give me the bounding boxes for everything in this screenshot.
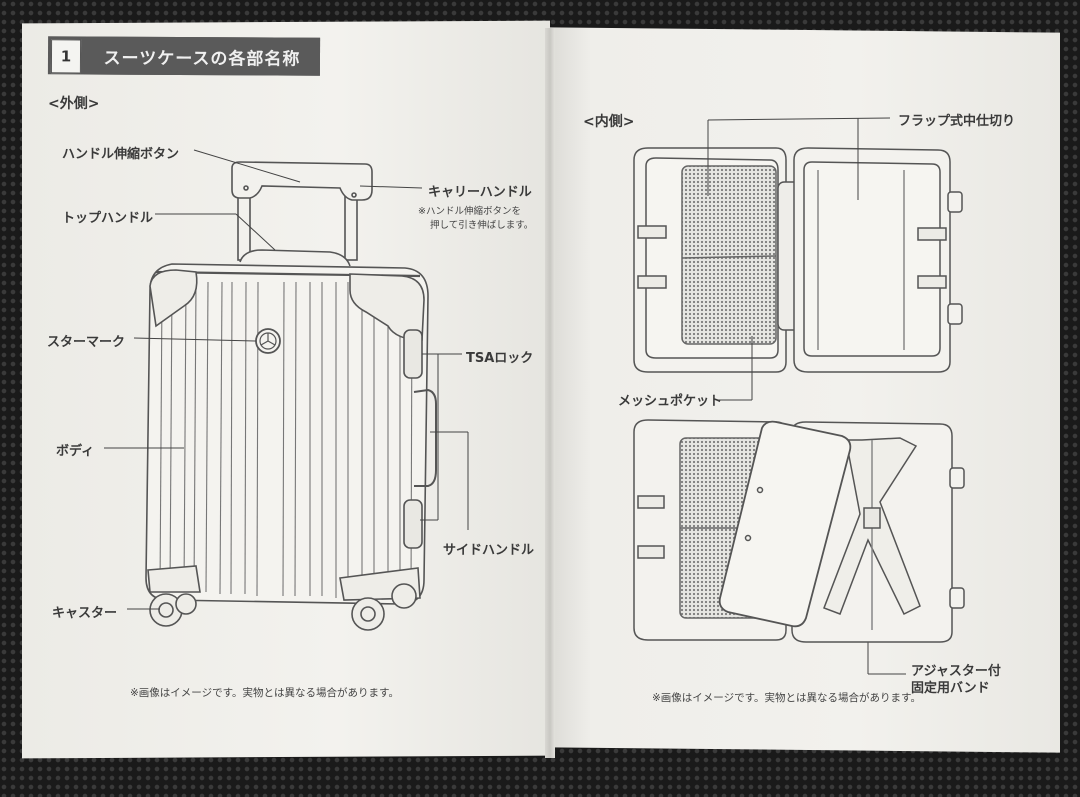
exterior-leader-lines (104, 149, 469, 610)
label-flap-divider: フラップ式中仕切り (898, 114, 1016, 129)
book-gutter (545, 28, 555, 758)
label-band-1: アジャスター付 (911, 664, 1001, 679)
label-top-handle: トップハンドル (62, 211, 154, 226)
label-mesh-pocket: メッシュポケット (618, 394, 723, 409)
right-footnote: ※画像はイメージです。実物とは異なる場合があります。 (652, 692, 921, 704)
label-side-handle: サイドハンドル (443, 543, 535, 558)
suitcase-interior-flap-illustration (633, 419, 965, 643)
suitcase-interior-open-illustration (633, 147, 963, 373)
exterior-subheading: <外側> (48, 96, 100, 112)
carry-handle-note-2: 押して引き伸ばします。 (430, 220, 534, 231)
label-handle-button: ハンドル伸縮ボタン (62, 147, 180, 162)
carry-handle-note-1: ※ハンドル伸縮ボタンを (418, 206, 521, 217)
label-body: ボディ (56, 444, 95, 459)
label-caster: キャスター (52, 606, 118, 621)
label-tsa-lock: TSAロック (466, 351, 534, 366)
label-star-mark: スターマーク (47, 335, 126, 350)
interior-subheading: <内側> (583, 114, 635, 130)
suitcase-exterior-illustration (145, 161, 437, 631)
label-carry-handle: キャリーハンドル (428, 185, 532, 200)
left-footnote: ※画像はイメージです。実物とは異なる場合があります。 (130, 687, 399, 699)
label-band-2: 固定用バンド (911, 681, 990, 696)
